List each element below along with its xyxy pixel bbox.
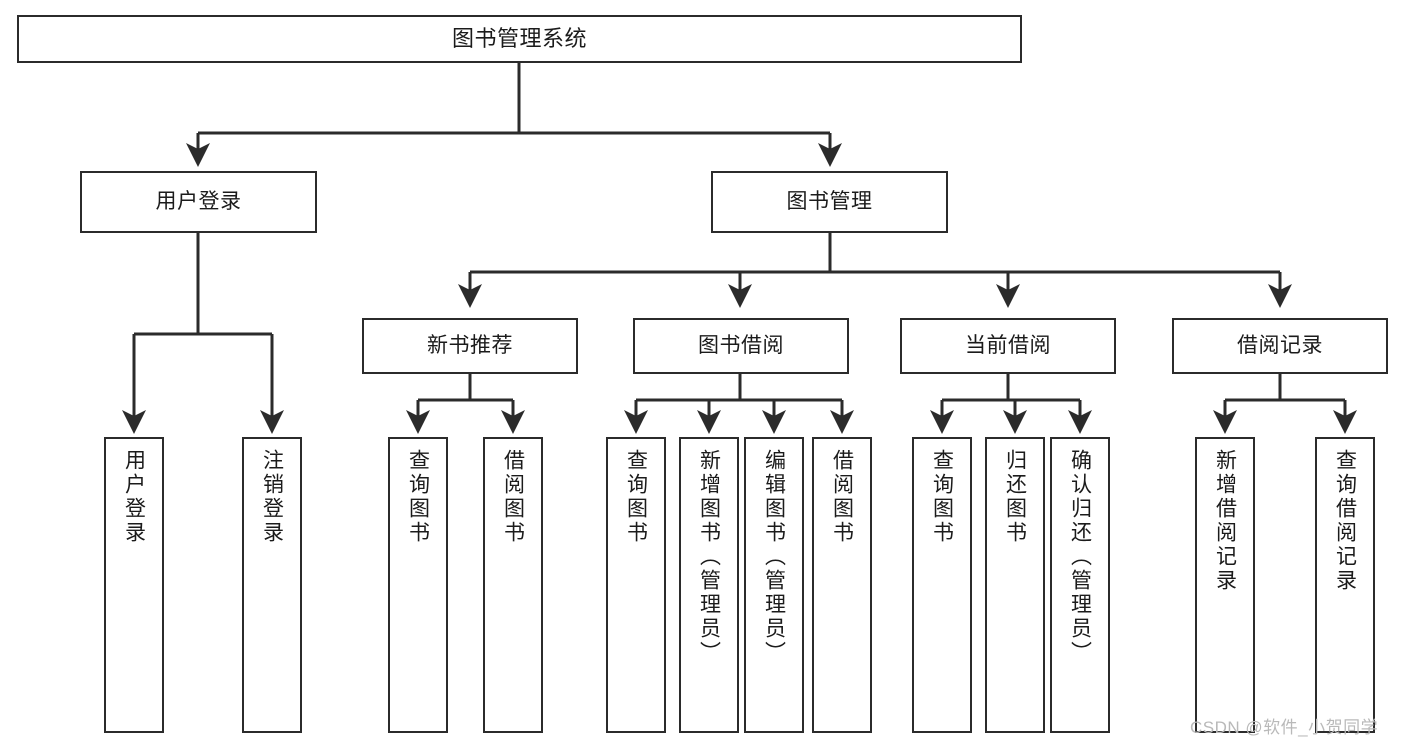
node-new-book-recommend[interactable]: 新书推荐 (362, 318, 578, 374)
node-label: 查询图书 (406, 449, 430, 545)
node-label: 借阅图书 (501, 449, 525, 545)
node-label: 编辑图书（管理员） (762, 449, 786, 665)
leaf-return-book[interactable]: 归还图书 (985, 437, 1045, 733)
leaf-confirm-return-admin[interactable]: 确认归还（管理员） (1050, 437, 1110, 733)
node-user-login[interactable]: 用户登录 (80, 171, 317, 233)
node-label: 确认归还（管理员） (1068, 449, 1092, 665)
leaf-logout-login[interactable]: 注销登录 (242, 437, 302, 733)
node-current-borrow[interactable]: 当前借阅 (900, 318, 1116, 374)
node-label: 当前借阅 (965, 333, 1051, 357)
node-label: 用户登录 (155, 189, 242, 213)
leaf-add-book-admin[interactable]: 新增图书（管理员） (679, 437, 739, 733)
node-label: 借阅图书 (830, 449, 854, 545)
node-label: 归还图书 (1003, 449, 1027, 545)
leaf-query-book-1[interactable]: 查询图书 (388, 437, 448, 733)
node-label: 查询借阅记录 (1333, 449, 1357, 593)
leaf-borrow-book-2[interactable]: 借阅图书 (812, 437, 872, 733)
node-label: 图书管理 (786, 189, 873, 213)
node-label: 注销登录 (260, 449, 284, 545)
node-label: 新书推荐 (427, 333, 513, 357)
node-label: 新增借阅记录 (1213, 449, 1237, 593)
node-label: 图书管理系统 (451, 26, 587, 52)
node-label: 查询图书 (624, 449, 648, 545)
node-book-borrow[interactable]: 图书借阅 (633, 318, 849, 374)
node-borrow-record[interactable]: 借阅记录 (1172, 318, 1388, 374)
node-label: 用户登录 (122, 449, 146, 545)
node-root-library-system[interactable]: 图书管理系统 (17, 15, 1022, 63)
leaf-add-borrow-record[interactable]: 新增借阅记录 (1195, 437, 1255, 733)
node-label: 查询图书 (930, 449, 954, 545)
node-label: 新增图书（管理员） (697, 449, 721, 665)
leaf-user-login[interactable]: 用户登录 (104, 437, 164, 733)
node-book-management[interactable]: 图书管理 (711, 171, 948, 233)
leaf-query-book-3[interactable]: 查询图书 (912, 437, 972, 733)
node-label: 借阅记录 (1237, 333, 1323, 357)
leaf-borrow-book-1[interactable]: 借阅图书 (483, 437, 543, 733)
leaf-query-book-2[interactable]: 查询图书 (606, 437, 666, 733)
leaf-query-borrow-record[interactable]: 查询借阅记录 (1315, 437, 1375, 733)
leaf-edit-book-admin[interactable]: 编辑图书（管理员） (744, 437, 804, 733)
node-label: 图书借阅 (698, 333, 784, 357)
